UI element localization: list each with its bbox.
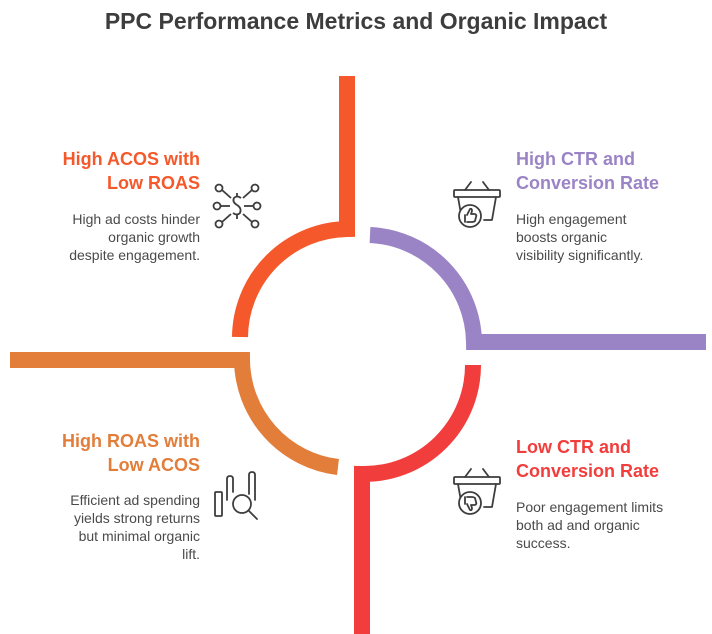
quadrant-title-top-right: High CTR and Conversion Rate xyxy=(516,149,660,193)
quadrant-desc-bottom-left: Efficient ad spending yields strong retu… xyxy=(70,492,200,562)
quadrant-desc-top-left: High ad costs hinder organic growth desp… xyxy=(69,211,200,263)
page-title: PPC Performance Metrics and Organic Impa… xyxy=(104,8,608,34)
basket-thumbs-up-icon xyxy=(453,181,501,228)
quadrant-title-bottom-left: High ROAS with Low ACOS xyxy=(62,431,200,475)
money-network-icon xyxy=(212,183,262,229)
quadrant-title-top-left: High ACOS with Low ROAS xyxy=(62,149,200,193)
arc-bottom-right xyxy=(354,364,481,634)
quadrant-desc-bottom-right: Poor engagement limits both ad and organ… xyxy=(516,499,664,551)
arc-bottom-left xyxy=(10,352,340,475)
quadrant-desc-top-right: High engagement boosts organic visibilit… xyxy=(516,211,644,263)
arc-top-right xyxy=(369,227,706,350)
chart-magnifier-icon xyxy=(214,471,258,520)
arc-top-left xyxy=(232,76,355,338)
quadrant-title-bottom-right: Low CTR and Conversion Rate xyxy=(516,437,660,481)
basket-thumbs-down-icon xyxy=(453,468,501,515)
